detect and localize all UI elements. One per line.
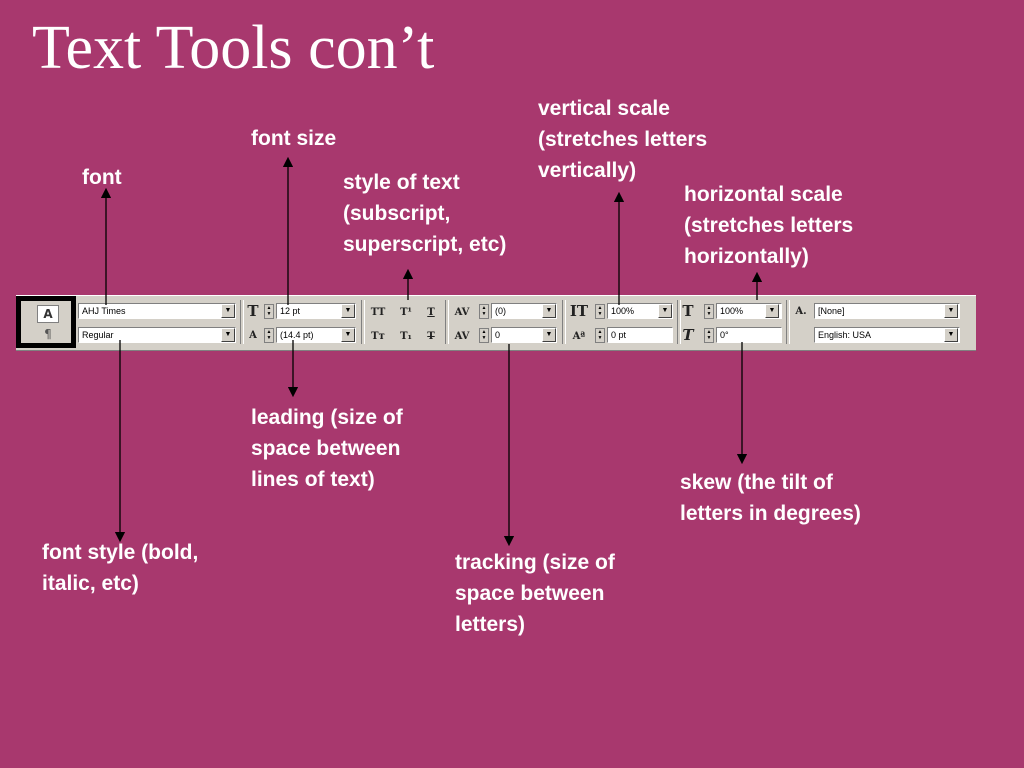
horizontal-scale-dropdown-arrow-icon[interactable]: ▼: [765, 304, 779, 318]
toolbar-separator: [361, 300, 365, 344]
skew-stepper[interactable]: ▲▼: [704, 328, 714, 343]
horizontal-scale-stepper[interactable]: ▲▼: [704, 304, 714, 319]
skew-label: skew (the tilt of letters in degrees): [680, 471, 861, 525]
vertical-scale-dropdown-arrow-icon[interactable]: ▼: [658, 304, 672, 318]
toolbar-separator: [240, 300, 244, 344]
leading-icon: A: [249, 330, 257, 341]
toolbar-separator: [562, 300, 566, 344]
tracking-label: tracking (size of space between letters): [455, 551, 615, 636]
toolbar-separator: [677, 300, 681, 344]
kerning-dropdown-arrow-icon[interactable]: ▼: [542, 304, 556, 318]
vertical-scale-label: vertical scale (stretches letters vertic…: [538, 97, 708, 182]
subscript-icon[interactable]: T₁: [400, 331, 412, 342]
font-label: font: [82, 166, 122, 189]
underline-icon[interactable]: T: [427, 307, 435, 318]
slide-title: Text Tools con’t: [32, 14, 435, 82]
leading-field[interactable]: (14.4 pt): [276, 327, 356, 343]
tracking-icon: AV: [454, 331, 470, 342]
vertical-scale-field[interactable]: 100%: [607, 303, 673, 319]
kerning-stepper[interactable]: ▲▼: [479, 304, 489, 319]
font-style-label: font style (bold, italic, etc): [42, 541, 199, 595]
small-caps-icon[interactable]: Tт: [371, 331, 385, 342]
toolbar-separator: [786, 300, 790, 344]
superscript-icon[interactable]: T¹: [400, 307, 412, 318]
baseline-shift-field[interactable]: 0 pt: [607, 327, 673, 343]
font-size-label: font size: [251, 127, 337, 150]
character-style-dropdown-arrow-icon[interactable]: ▼: [944, 304, 958, 318]
paragraph-mode-icon[interactable]: ¶: [44, 327, 52, 341]
font-size-icon: T: [247, 302, 259, 320]
character-formatting-toolbar: A ¶ AHJ Times ▼ Regular ▼ T ▲▼ 12 pt ▼ A…: [16, 295, 976, 351]
baseline-shift-stepper[interactable]: ▲▼: [595, 328, 605, 343]
baseline-shift-icon: Aª: [572, 331, 586, 342]
style-of-text-label: style of text (subscript, superscript, e…: [343, 171, 507, 256]
character-mode-icon[interactable]: A: [37, 305, 59, 323]
horizontal-scale-icon: T: [682, 302, 694, 320]
skew-field[interactable]: 0°: [716, 327, 782, 343]
kerning-field[interactable]: (0): [491, 303, 557, 319]
toolbar-separator: [445, 300, 449, 344]
horizontal-scale-label: horizontal scale (stretches letters hori…: [684, 183, 854, 268]
font-size-field[interactable]: 12 pt: [276, 303, 356, 319]
strikethrough-icon[interactable]: T: [427, 331, 435, 342]
skew-icon: T: [682, 326, 694, 344]
font-size-stepper[interactable]: ▲▼: [264, 304, 274, 319]
language-dropdown-arrow-icon[interactable]: ▼: [944, 328, 958, 342]
all-caps-icon[interactable]: TT: [370, 307, 386, 318]
character-style-icon: A.: [795, 306, 807, 317]
language-dropdown[interactable]: English: USA: [814, 327, 960, 343]
tracking-field[interactable]: 0: [491, 327, 557, 343]
vertical-scale-stepper[interactable]: ▲▼: [595, 304, 605, 319]
leading-stepper[interactable]: ▲▼: [264, 328, 274, 343]
vertical-scale-icon: IT: [569, 302, 589, 320]
font-family-dropdown[interactable]: AHJ Times: [78, 303, 236, 319]
kerning-icon: AV: [454, 307, 470, 318]
tracking-dropdown-arrow-icon[interactable]: ▼: [542, 328, 556, 342]
mode-selector: A ¶: [16, 296, 76, 348]
character-style-dropdown[interactable]: [None]: [814, 303, 960, 319]
font-size-dropdown-arrow-icon[interactable]: ▼: [341, 304, 355, 318]
leading-dropdown-arrow-icon[interactable]: ▼: [341, 328, 355, 342]
font-style-dropdown-arrow-icon[interactable]: ▼: [221, 328, 235, 342]
font-style-dropdown[interactable]: Regular: [78, 327, 236, 343]
tracking-stepper[interactable]: ▲▼: [479, 328, 489, 343]
font-family-dropdown-arrow-icon[interactable]: ▼: [221, 304, 235, 318]
leading-label: leading (size of space between lines of …: [251, 406, 403, 491]
